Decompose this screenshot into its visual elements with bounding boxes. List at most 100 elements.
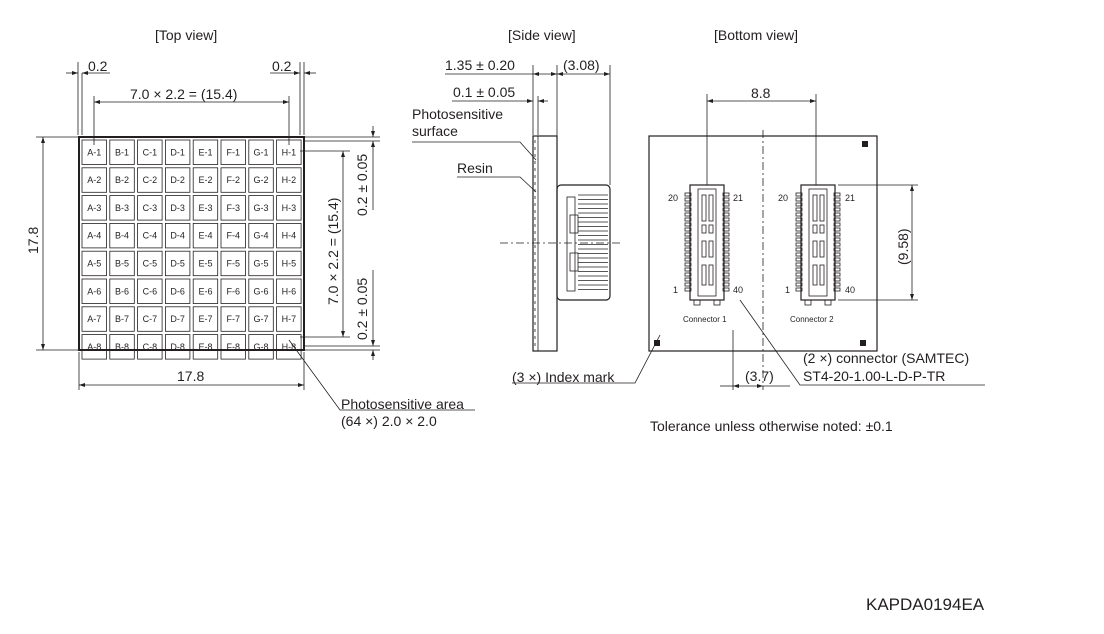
pixel-label: D-1 (170, 147, 185, 157)
dim-thickness: 1.35 ± 0.20 (445, 57, 515, 73)
pixel-cell (192, 195, 219, 221)
index-mark (860, 340, 866, 346)
pixel-label: E-6 (198, 286, 212, 296)
pixel-cell (192, 139, 219, 165)
pixel-label: E-5 (198, 258, 212, 268)
pixel-label: B-2 (115, 175, 129, 185)
photosensitive-surface-label-2: surface (412, 123, 458, 139)
pixel-cell (164, 306, 191, 332)
pixel-cell (248, 222, 274, 249)
pixel-label: F-7 (227, 314, 241, 324)
pixel-cell (220, 167, 246, 193)
top-view-title: [Top view] (155, 27, 217, 43)
top-view-package (78, 136, 305, 351)
pixel-cell (164, 195, 191, 221)
pixel-label: E-1 (198, 147, 212, 157)
dim-height: 17.8 (25, 227, 41, 254)
pixel-cell (192, 167, 219, 193)
dim-right-gap: 0.2 (272, 58, 292, 74)
pixel-label: B-6 (115, 286, 129, 296)
pixel-cell (137, 278, 163, 304)
pixel-cell (81, 195, 107, 221)
pixel-label: C-7 (143, 314, 158, 324)
connector-2-label: Connector 2 (790, 315, 834, 324)
pixel-cell (137, 250, 163, 277)
pixel-cell (109, 306, 135, 332)
pixel-cell (137, 195, 163, 221)
pixel-cell (109, 167, 135, 193)
pixel-label: D-8 (170, 342, 185, 352)
dim-connector-pitch: 8.8 (751, 85, 771, 101)
side-view-profile (532, 135, 611, 352)
pixel-label: A-1 (87, 147, 101, 157)
pixel-cell (137, 306, 163, 332)
pixel-label: G-3 (254, 203, 269, 213)
pixel-cell (276, 250, 302, 277)
pixel-label: F-1 (227, 147, 241, 157)
pixel-cell (248, 195, 274, 221)
index-mark-label: (3 ×) Index mark (512, 369, 615, 385)
pixel-cell (137, 222, 163, 249)
dim-surface: 0.1 ± 0.05 (453, 84, 515, 100)
tolerance-note: Tolerance unless otherwise noted: ±0.1 (650, 418, 893, 434)
pixel-label: C-2 (143, 175, 158, 185)
pixel-label: G-2 (254, 175, 269, 185)
dim-top-gap: 0.2 ± 0.05 (354, 154, 370, 216)
pixel-label: E-7 (198, 314, 212, 324)
pixel-cell (81, 167, 107, 193)
pixel-label: G-8 (254, 342, 269, 352)
pixel-cell (276, 139, 302, 165)
bottom-view-title: [Bottom view] (714, 27, 798, 43)
pixel-label: G-7 (254, 314, 269, 324)
pixel-cell (248, 250, 274, 277)
pixel-label: H-1 (282, 147, 297, 157)
pixel-label: C-1 (143, 147, 158, 157)
pixel-cell (220, 139, 246, 165)
pixel-cell (276, 334, 302, 360)
pixel-label: B-1 (115, 147, 129, 157)
bottom-view-dimension-lines (706, 94, 985, 390)
connector-note: (2 ×) connector (SAMTEC) (803, 350, 969, 366)
pixel-label: B-7 (115, 314, 129, 324)
pixel-label: H-8 (282, 342, 297, 352)
connector-1-label: Connector 1 (683, 315, 727, 324)
pixel-cell (81, 139, 107, 165)
pixel-label: H-5 (282, 258, 297, 268)
pixel-cell (276, 278, 302, 304)
pixel-cell (81, 306, 107, 332)
pixel-cell (81, 250, 107, 277)
pixel-cell (137, 167, 163, 193)
pixel-label: G-5 (254, 258, 269, 268)
pixel-cell (164, 250, 191, 277)
pixel-label: D-5 (170, 258, 185, 268)
pixel-label: D-3 (170, 203, 185, 213)
pixel-label: E-3 (198, 203, 212, 213)
index-mark (862, 141, 868, 147)
pixel-cell (109, 278, 135, 304)
pixel-cell (220, 278, 246, 304)
pixel-cell (248, 139, 274, 165)
connector-2-pin-1: 1 (785, 285, 790, 295)
pixel-cell (109, 334, 135, 360)
connector-2-pin-20: 20 (778, 193, 788, 203)
resin-label: Resin (457, 160, 493, 176)
pixel-label: E-8 (198, 342, 212, 352)
connector-2-pin-21: 21 (845, 193, 855, 203)
pixel-cell (109, 195, 135, 221)
pixel-cell (276, 306, 302, 332)
pixel-label: C-8 (143, 342, 158, 352)
dim-pitch-horizontal: 7.0 × 2.2 = (15.4) (130, 86, 237, 102)
connector-2-pin-40: 40 (845, 285, 855, 295)
pixel-label: B-5 (115, 258, 129, 268)
dim-pitch-vertical: 7.0 × 2.2 = (15.4) (325, 198, 341, 305)
pixel-label: F-4 (227, 231, 241, 241)
pixel-cell (192, 250, 219, 277)
pixel-cell (220, 334, 246, 360)
pixel-label: G-4 (254, 231, 269, 241)
dim-bottom-gap: 0.2 ± 0.05 (354, 278, 370, 340)
pixel-cell (220, 250, 246, 277)
pixel-label: A-2 (87, 175, 101, 185)
pixel-label: A-8 (87, 342, 101, 352)
pixel-cell (192, 222, 219, 249)
